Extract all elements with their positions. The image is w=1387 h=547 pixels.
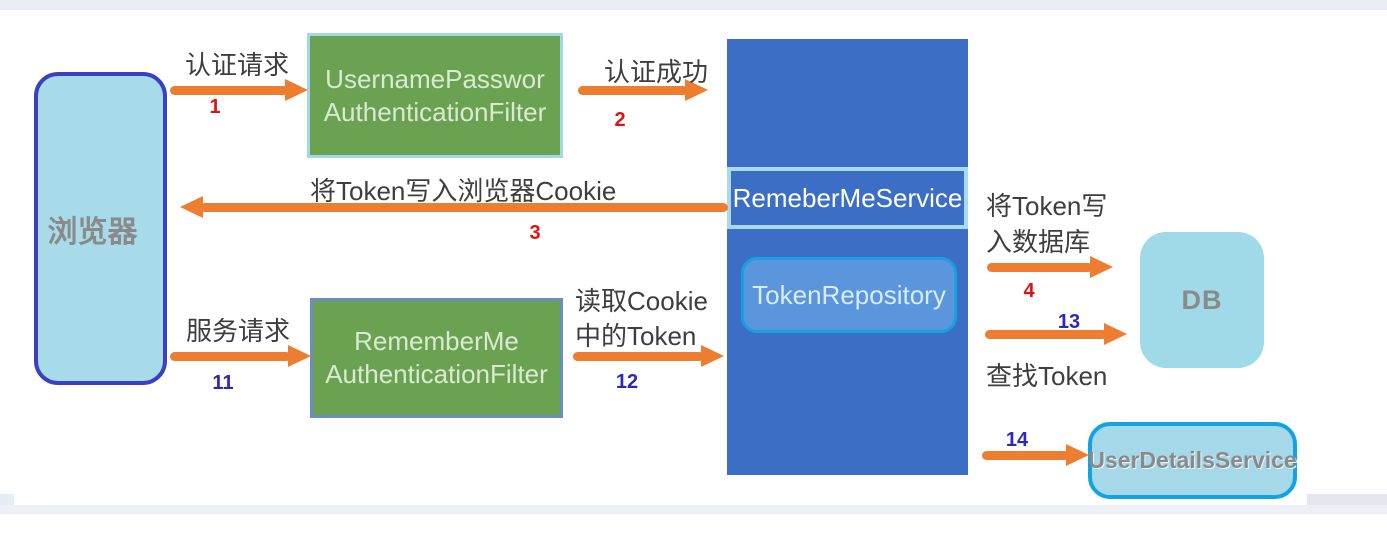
arrow-2-label: 认证成功 <box>603 57 708 87</box>
arrow-head-left-icon <box>180 196 203 218</box>
user-details-service-node: UserDetailsService <box>1088 422 1297 499</box>
arrow-12-label: 读取Cookie 中的Token <box>575 286 708 351</box>
arrow-shaft <box>985 329 1107 339</box>
step-number-1: 1 <box>209 96 221 118</box>
browser-label: 浏览器 <box>47 215 138 249</box>
arrow-shaft <box>200 202 728 212</box>
remember-me-filter-label: RememberMe AuthenticationFilter <box>325 326 548 389</box>
step-number-13: 13 <box>1057 311 1081 333</box>
step-number-11: 11 <box>212 372 234 394</box>
arrow-1-auth-request-icon <box>170 79 308 101</box>
arrow-shaft <box>987 262 1093 272</box>
arrow-3-write-cookie-icon <box>180 196 728 218</box>
browser-node: 浏览器 <box>34 72 167 385</box>
bottom-background-band <box>0 505 1387 514</box>
arrow-1-label: 认证请求 <box>184 50 289 80</box>
arrow-head-right-icon <box>1066 444 1089 466</box>
db-label: DB <box>1181 284 1223 315</box>
arrow-2-auth-success-icon <box>578 79 708 101</box>
arrow-12-read-cookie-icon <box>573 345 724 367</box>
step-number-3: 3 <box>529 222 541 244</box>
arrow-shaft <box>578 85 688 95</box>
remember-me-service-label: RemeberMeService <box>732 182 963 213</box>
arrow-head-right-icon <box>1090 256 1113 278</box>
username-password-filter-node: UsernamePasswor AuthenticationFilter <box>307 33 563 158</box>
top-background-band <box>0 0 1387 10</box>
arrow-head-right-icon <box>685 79 708 101</box>
arrow-shaft <box>170 351 291 361</box>
user-details-service-label: UserDetailsService <box>1088 447 1297 473</box>
arrow-14-user-details-icon <box>982 444 1089 466</box>
arrow-head-right-icon <box>288 345 311 367</box>
step-number-12: 12 <box>615 371 639 393</box>
step-number-4: 4 <box>1023 280 1035 302</box>
arrow-head-right-icon <box>285 79 308 101</box>
username-password-filter-label: UsernamePasswor AuthenticationFilter <box>323 63 547 127</box>
bottom-left-band-step <box>0 494 14 505</box>
arrow-13-find-token-icon <box>985 323 1127 345</box>
arrow-shaft <box>573 351 704 361</box>
arrow-shaft <box>170 85 288 95</box>
bottom-right-band-step <box>1307 494 1387 505</box>
arrow-head-right-icon <box>1104 323 1127 345</box>
arrow-head-right-icon <box>701 345 724 367</box>
arrow-4-write-db-icon <box>987 256 1113 278</box>
remember-me-filter-node: RememberMe AuthenticationFilter <box>310 298 563 418</box>
remember-me-service-node: RemeberMeService <box>727 167 968 229</box>
arrow-3-label: 将Token写入浏览器Cookie <box>310 176 617 206</box>
step-number-2: 2 <box>614 109 626 131</box>
arrow-11-service-request-icon <box>170 345 311 367</box>
step-number-14: 14 <box>1005 429 1029 451</box>
db-node: DB <box>1140 232 1264 368</box>
arrow-4-label: 将Token写 入数据库 <box>986 191 1108 257</box>
token-repository-label: TokenRepository <box>752 279 946 310</box>
arrow-13-label: 查找Token <box>986 361 1108 391</box>
token-repository-node: TokenRepository <box>741 257 957 333</box>
arrow-shaft <box>982 450 1069 460</box>
arrow-11-label: 服务请求 <box>185 316 290 346</box>
